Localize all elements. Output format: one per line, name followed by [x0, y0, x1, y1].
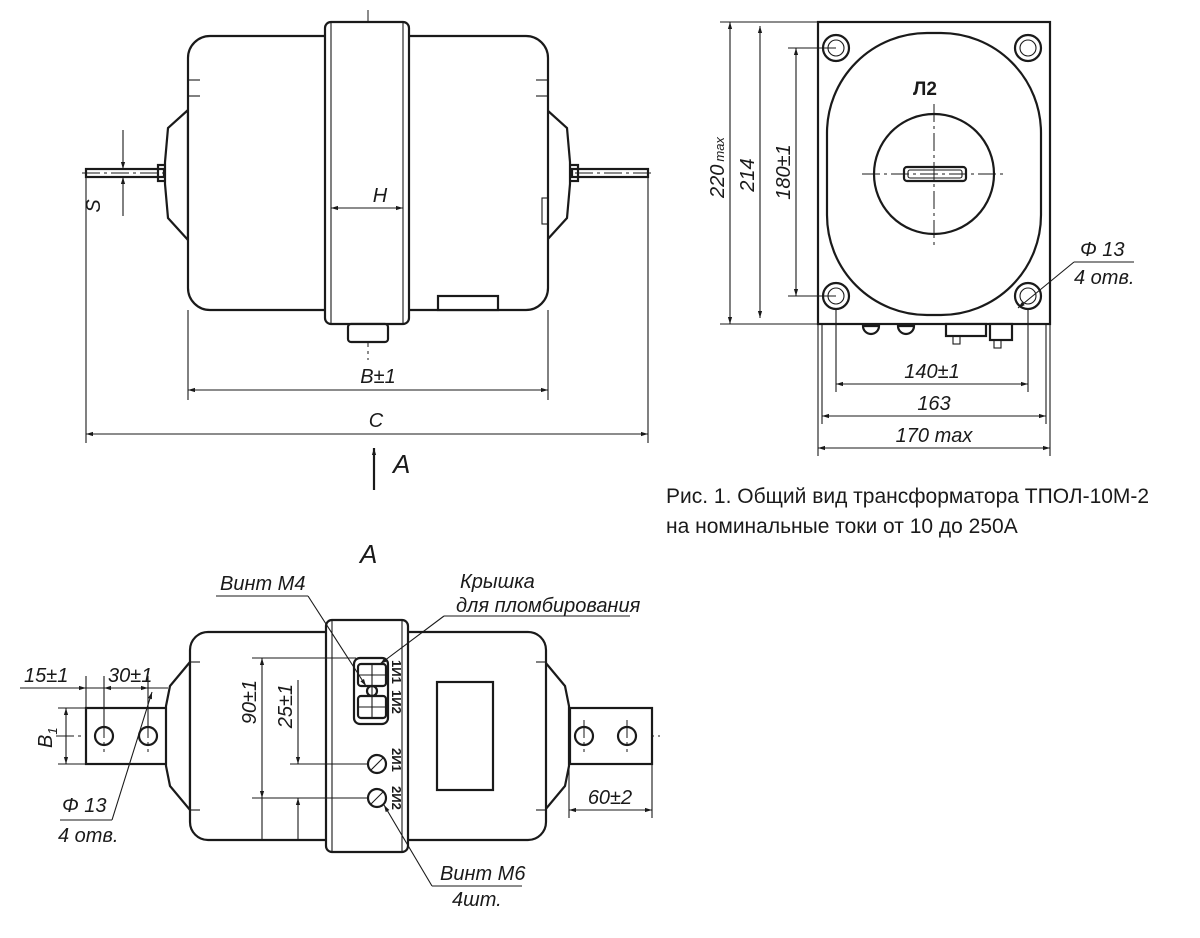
busbar-hole-dia-label: Φ 13: [62, 795, 107, 817]
dim-30-label: 30±1: [108, 665, 152, 687]
view-a-left-flange: [164, 658, 192, 814]
right-busbar-plate: [568, 706, 654, 766]
right-flange: [545, 107, 572, 243]
dim-214-label: 214: [737, 158, 759, 192]
terminal-2i2-label: 2И2: [389, 786, 404, 810]
view-a-title: A: [358, 539, 377, 569]
m4-screw: [365, 684, 379, 698]
corner-hole: [1013, 33, 1043, 63]
dim-140-label: 140±1: [904, 361, 959, 383]
side-view: S H B±1 C A: [82, 10, 652, 490]
dim-90-label: 90±1: [239, 680, 261, 724]
screw-m4-label: Винт М4: [220, 573, 305, 595]
dim-c-label: C: [369, 410, 384, 432]
screw-m6-count-label: 4шт.: [452, 889, 502, 911]
cover-label-line2: для пломбирования: [456, 595, 641, 617]
bottom-plate: [436, 294, 500, 312]
busbar-hole-count-label: 4 отв.: [58, 825, 118, 847]
left-busbar-plate: [84, 706, 170, 766]
bottom-terminal-block: [346, 322, 390, 344]
dim-b-label: B±1: [360, 366, 395, 388]
dim-180-label: 180±1: [773, 144, 795, 199]
dim-170-label: 170 max: [896, 425, 974, 447]
terminal-2i1-label: 2И1: [389, 748, 404, 772]
dim-60-label: 60±2: [588, 787, 632, 809]
front-hole-dia-label: Φ 13: [1080, 239, 1125, 261]
front-hole-count-label: 4 отв.: [1074, 267, 1134, 289]
terminal-1i1-label: 1И1: [389, 660, 404, 684]
dim-220-label: 220max: [707, 137, 729, 199]
terminal-1i2-label: 1И2: [389, 690, 404, 714]
caption-line-1: Рис. 1. Общий вид трансформатора ТПОЛ-10…: [666, 485, 1150, 508]
dim-b1-label: B1: [35, 727, 60, 748]
left-flange: [163, 107, 190, 243]
view-a-terminal-band: [324, 618, 410, 854]
view-a: A: [20, 539, 660, 911]
front-view: Л2 220max 214 180±1 140±1: [707, 20, 1134, 456]
figure-caption: Рис. 1. Общий вид трансформатора ТПОЛ-10…: [666, 482, 1186, 542]
front-oval: [825, 31, 1043, 317]
secondary-terminal-band: [323, 20, 411, 326]
nameplate: [435, 680, 495, 792]
cover-label-line1: Крышка: [460, 571, 535, 593]
dim-h-label: H: [373, 185, 388, 207]
screw-m6-label: Винт М6: [440, 863, 526, 885]
dim-163-label: 163: [917, 393, 950, 415]
right-busbar: [570, 167, 650, 179]
view-arrow-label: A: [391, 449, 410, 479]
dim-s-label: S: [83, 199, 105, 213]
view-a-right-flange: [543, 658, 571, 814]
dim-15-label: 15±1: [24, 665, 68, 687]
dim-25-label: 25±1: [275, 684, 297, 729]
caption-line-2: на номинальные токи от 10 до 250А: [666, 515, 1018, 538]
marking-l2: Л2: [913, 79, 937, 100]
